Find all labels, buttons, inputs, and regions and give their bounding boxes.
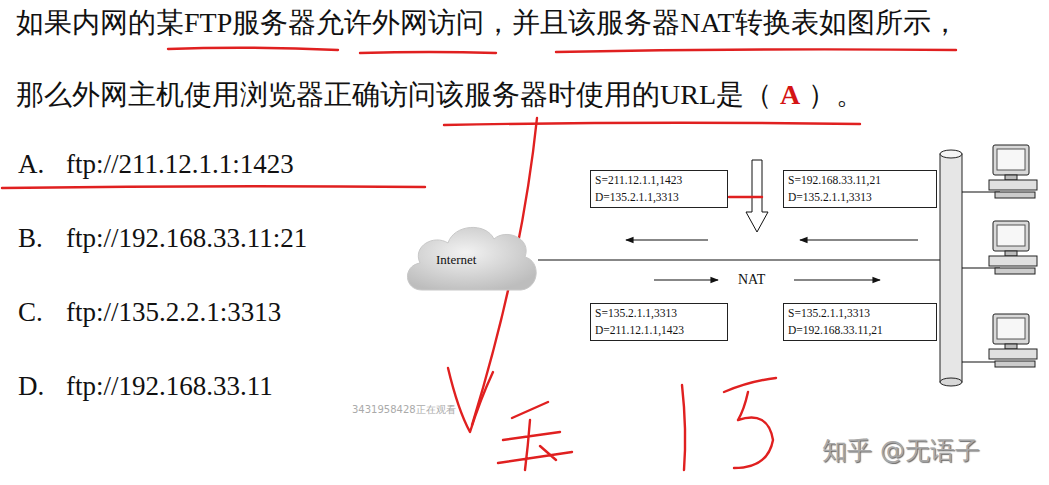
- nat-table-box: S=135.2.1.1,3313D=211.12.1.1,1423: [590, 303, 728, 341]
- stand: [1005, 344, 1017, 349]
- address-text: D=211.12.1.1,1423: [595, 322, 721, 339]
- address-text: S=135.2.1.1,3313: [788, 305, 930, 322]
- address-text: S=135.2.1.1,3313: [595, 305, 721, 322]
- address-text: D=135.2.1.1,3313: [788, 189, 930, 206]
- strike-line: [729, 196, 762, 198]
- stand: [1005, 175, 1017, 180]
- screen: [997, 225, 1025, 246]
- underline: [2, 186, 425, 188]
- base-unit: [989, 349, 1037, 359]
- option-letter: C.: [18, 296, 43, 328]
- underline: [360, 52, 496, 53]
- question-text: 那么外网主机使用浏览器正确访问该服务器时使用的URL是（: [16, 78, 772, 112]
- flow-arrow: [654, 279, 718, 280]
- underline: [556, 49, 956, 52]
- keyboard: [995, 361, 1035, 367]
- red-annotation: [2, 48, 956, 470]
- option-url: ftp://192.168.33.11: [66, 370, 273, 402]
- address-text: S=192.168.33.11,21: [788, 172, 930, 189]
- stand: [1005, 251, 1017, 256]
- monitor: [993, 314, 1029, 344]
- option-url: ftp://135.2.2.1:3313: [66, 296, 281, 328]
- question-text: A: [780, 78, 800, 112]
- handwriting: [448, 368, 493, 432]
- cloud-shape: [407, 227, 536, 290]
- keyboard: [995, 192, 1035, 198]
- watermark: 3431958428正在观看: [352, 404, 456, 416]
- computer-icon: [989, 145, 1037, 198]
- screen: [997, 149, 1025, 170]
- monitor: [993, 221, 1029, 251]
- address-text: S=211.12.1.1,1423: [595, 172, 721, 189]
- base-unit: [989, 180, 1037, 190]
- option-letter: D.: [18, 370, 44, 402]
- nat-table-box: S=211.12.1.1,1423D=135.2.1.1,3313: [590, 170, 728, 208]
- device-label: NAT: [738, 272, 765, 289]
- flow-arrow: [626, 239, 708, 240]
- address-text: D=135.2.1.1,3313: [595, 189, 721, 206]
- computer-icon: [989, 221, 1037, 274]
- host-link: [962, 361, 1000, 362]
- nat-table-box: S=192.168.33.11,21D=135.2.1.1,3313: [783, 170, 937, 208]
- underline: [168, 48, 338, 50]
- monitor: [993, 145, 1029, 175]
- flow-arrow: [800, 239, 918, 240]
- bus-top: [940, 150, 962, 158]
- host-link: [962, 267, 1000, 268]
- watermark: 知乎 @无语子: [822, 436, 980, 466]
- option-url: ftp://192.168.33.11:21: [66, 222, 307, 254]
- handwriting: [682, 385, 685, 470]
- screen: [997, 318, 1025, 339]
- option-url: ftp://211.12.1.1:1423: [66, 148, 294, 180]
- question-text: 如果内网的某FTP服务器允许外网访问，并且该服务器NAT转换表如图所示，: [16, 6, 959, 40]
- nat-table-box: S=135.2.1.1,3313D=192.168.33.11,21: [783, 303, 937, 341]
- address-text: D=192.168.33.11,21: [788, 322, 930, 339]
- bus-bottom: [940, 378, 962, 386]
- option-letter: B.: [18, 222, 43, 254]
- handwriting: [724, 378, 776, 468]
- internet-cloud: Internet: [404, 216, 539, 306]
- keyboard: [995, 268, 1035, 274]
- computer-icon: [989, 314, 1037, 367]
- base-unit: [989, 256, 1037, 266]
- flow-arrow: [794, 279, 880, 280]
- underline: [444, 123, 860, 125]
- host-link: [962, 191, 1000, 192]
- bus-body: [940, 154, 962, 382]
- address-text: Internet: [436, 252, 476, 268]
- bus-cylinder: [940, 150, 962, 386]
- question-text: ）。: [808, 78, 864, 112]
- option-letter: A.: [18, 148, 44, 180]
- handwriting: [498, 402, 572, 470]
- network-link: [538, 259, 941, 260]
